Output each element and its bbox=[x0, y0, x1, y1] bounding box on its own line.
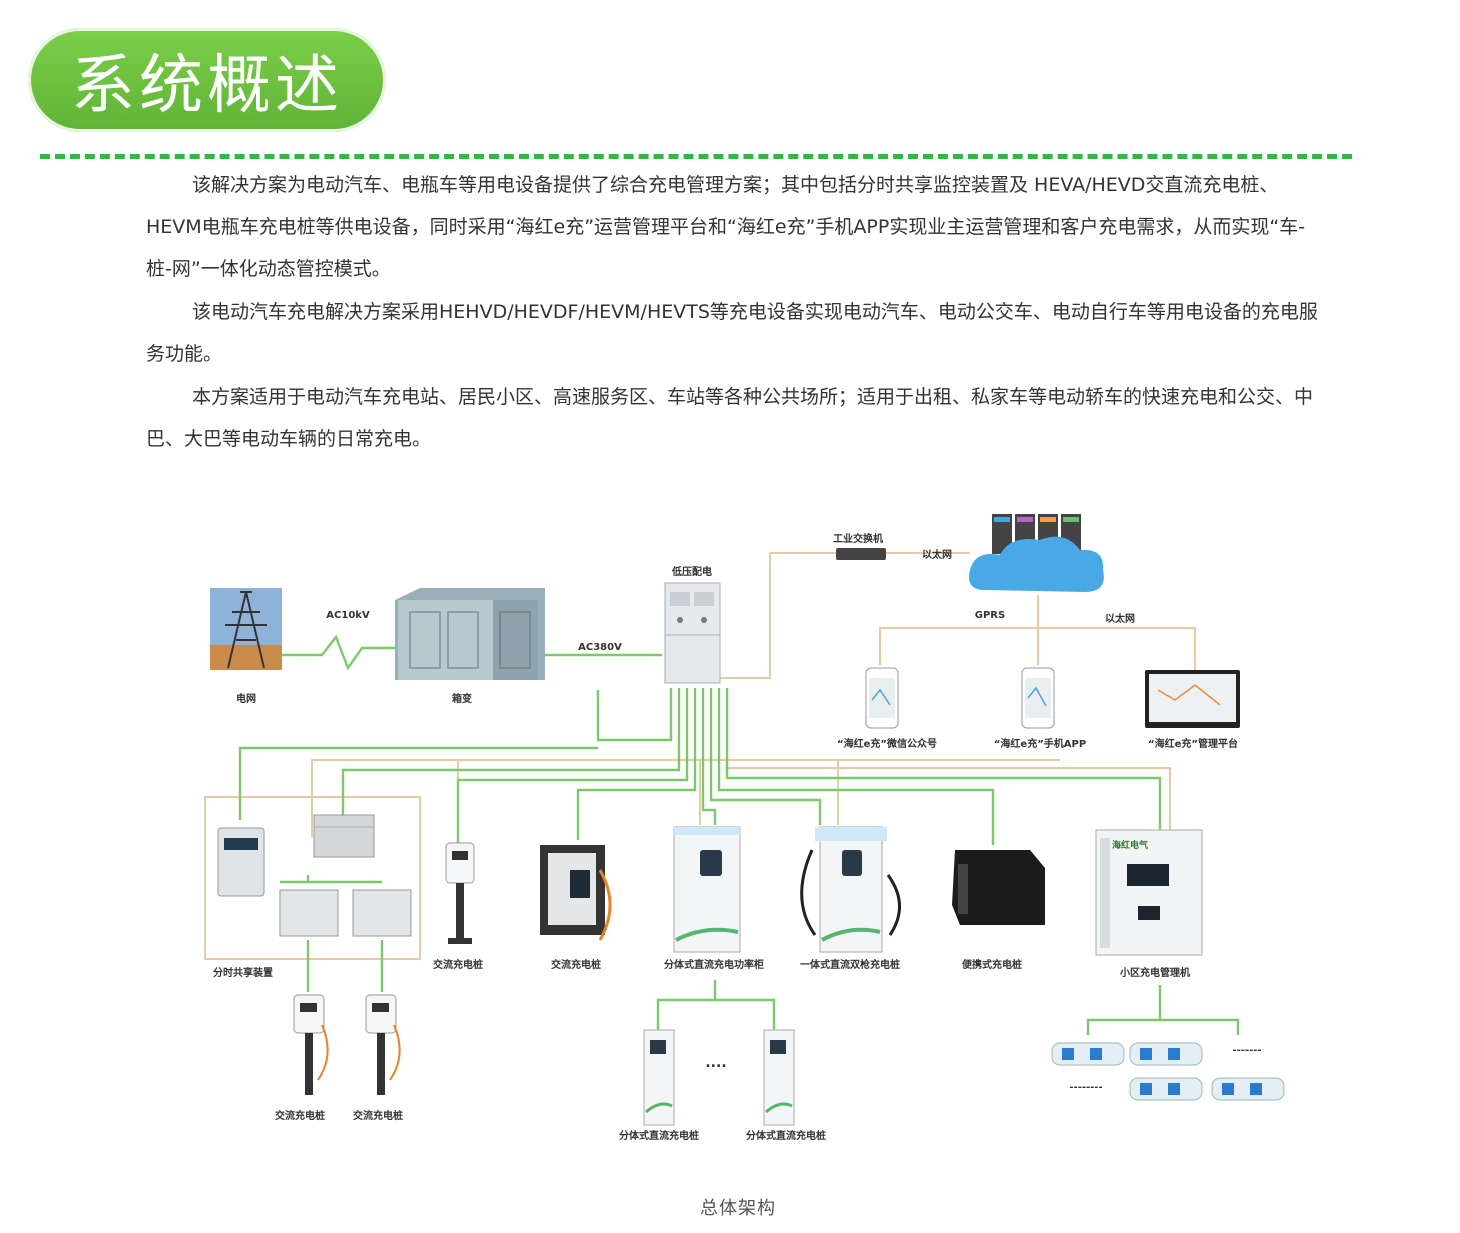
line-grid-to-transformer bbox=[280, 634, 398, 671]
share-device-box bbox=[204, 796, 421, 960]
section-title: 系统概述 bbox=[71, 49, 343, 123]
share-module-images bbox=[279, 889, 412, 937]
label-ellipsis: .... bbox=[705, 1055, 727, 1071]
label-ac-pile-1: 交流充电桩 bbox=[433, 960, 483, 971]
line-power-ac2 bbox=[576, 688, 697, 840]
cloud-server-image bbox=[969, 514, 1104, 592]
line-power-share bbox=[238, 688, 673, 820]
line-power-meter bbox=[341, 688, 681, 815]
section-title-pill: 系统概述 bbox=[28, 28, 386, 132]
label-device-brand: 海红电气 bbox=[1111, 841, 1149, 851]
label-low-voltage: 低压配电 bbox=[672, 567, 712, 578]
line-share-tree bbox=[280, 875, 384, 992]
paragraph-2: 该电动汽车充电解决方案采用HEHVD/HEVDF/HEVM/HEVTS等充电设备… bbox=[146, 301, 1318, 365]
line-power-community bbox=[725, 688, 1162, 830]
label-grid: 电网 bbox=[236, 694, 256, 705]
ac-charging-pile-4-image bbox=[365, 994, 401, 1095]
label-transformer: 箱变 bbox=[452, 694, 472, 705]
electric-meter-image bbox=[217, 827, 265, 897]
label-community: 小区充电管理机 bbox=[1120, 968, 1190, 979]
distributor-image bbox=[313, 814, 375, 858]
ac-charging-pile-3-image bbox=[293, 994, 329, 1095]
industrial-switch-image bbox=[836, 548, 886, 560]
integrated-dc-pile-image bbox=[800, 826, 901, 953]
label-dash-b: -------- bbox=[1069, 1082, 1103, 1093]
socket-module-ports bbox=[1062, 1048, 1262, 1095]
label-gprs: GPRS bbox=[974, 610, 1006, 621]
label-app: “海红e充”手机APP bbox=[993, 739, 1087, 750]
label-integrated-dc: 一体式直流双枪充电桩 bbox=[800, 960, 900, 971]
split-dc-pile-1-image bbox=[643, 1029, 675, 1126]
app-phone-image bbox=[1021, 667, 1055, 729]
paragraph-1: 该解决方案为电动汽车、电瓶车等用电设备提供了综合充电管理方案；其中包括分时共享监… bbox=[146, 174, 1306, 280]
power-lines bbox=[238, 634, 1240, 1035]
label-split-cabinet: 分体式直流充电功率柜 bbox=[664, 960, 764, 971]
ac-charging-pile-1-image bbox=[445, 842, 475, 944]
low-voltage-cabinet-image bbox=[664, 582, 721, 684]
label-ac380v: AC380V bbox=[578, 642, 622, 653]
ac-charging-pile-2-image bbox=[540, 845, 612, 941]
community-manager-image bbox=[1095, 829, 1203, 956]
label-switch: 工业交换机 bbox=[833, 534, 883, 545]
line-power-ac1 bbox=[456, 688, 689, 845]
label-dash-a: ------- bbox=[1232, 1045, 1262, 1056]
label-ethernet-2: 以太网 bbox=[1105, 614, 1135, 625]
label-ac-pile-4: 交流充电桩 bbox=[353, 1111, 403, 1122]
label-portable: 便携式充电桩 bbox=[962, 960, 1022, 971]
line-split-tree bbox=[656, 980, 776, 1030]
line-power-split bbox=[701, 688, 717, 825]
split-dc-pile-2-image bbox=[763, 1029, 795, 1126]
label-ethernet-1: 以太网 bbox=[922, 550, 952, 561]
split-power-cabinet-image bbox=[673, 826, 741, 953]
diagram-caption: 总体架构 bbox=[700, 1198, 776, 1219]
label-ac10kv: AC10kV bbox=[326, 610, 370, 621]
line-tan-bus-1 bbox=[311, 759, 1060, 837]
line-community-tree bbox=[1086, 985, 1240, 1035]
platform-monitor-image bbox=[1145, 670, 1240, 728]
label-split-pile-1: 分体式直流充电桩 bbox=[619, 1131, 699, 1142]
label-ac-pile-2: 交流充电桩 bbox=[551, 960, 601, 971]
label-split-pile-2: 分体式直流充电桩 bbox=[746, 1131, 826, 1142]
label-ac-pile-3: 交流充电桩 bbox=[275, 1111, 325, 1122]
label-share-device: 分时共享装置 bbox=[213, 968, 273, 979]
label-platform: “海红e充”管理平台 bbox=[1148, 739, 1238, 750]
line-tan-community bbox=[725, 767, 1171, 830]
wechat-phone-image bbox=[865, 667, 899, 729]
paragraph-3: 本方案适用于电动汽车充电站、居民小区、高速服务区、车站等各种公共场所；适用于出租… bbox=[146, 386, 1314, 450]
portable-charger-image bbox=[952, 850, 1045, 925]
line-power-integrated bbox=[709, 688, 822, 825]
line-power-portable bbox=[717, 688, 995, 845]
power-tower-image bbox=[210, 588, 282, 670]
transformer-image bbox=[395, 588, 545, 680]
label-wechat: “海红e充”微信公众号 bbox=[837, 739, 937, 750]
dashed-divider bbox=[40, 154, 1352, 159]
